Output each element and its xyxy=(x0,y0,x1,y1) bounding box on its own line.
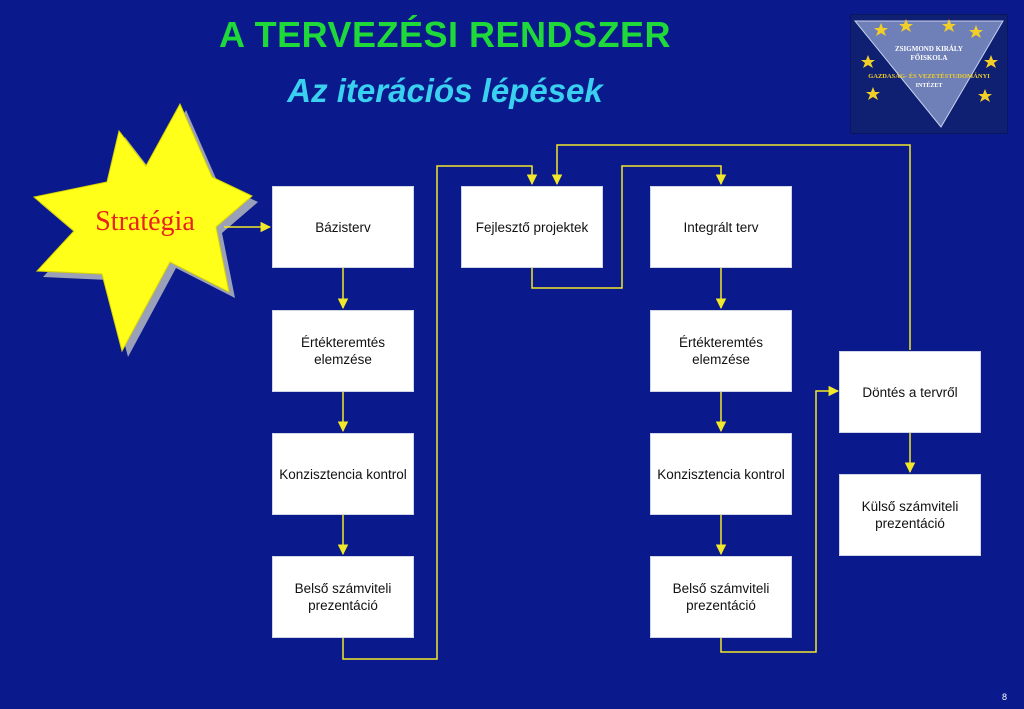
logo-text-line4: INTÉZET xyxy=(915,83,943,89)
logo-graphic xyxy=(851,15,1007,133)
starburst-shape xyxy=(32,102,253,353)
arrow-fejleszto-to-integralt xyxy=(531,165,727,289)
institution-logo: ZSIGMOND KIRÁLY FŐISKOLA GAZDASÁG- ÉS VE… xyxy=(850,14,1008,134)
page-title: A TERVEZÉSI RENDSZER xyxy=(218,14,672,55)
arrow-belso2-to-dontes xyxy=(720,385,840,653)
logo-text-line2: FŐISKOLA xyxy=(910,54,948,62)
logo-text-line1: ZSIGMOND KIRÁLY xyxy=(894,45,963,53)
arrow-dontes-feedback-to-fejleszto xyxy=(551,144,911,350)
box-belso-szamviteli-1: Belső számviteli prezentáció xyxy=(272,556,414,638)
starburst-label: Stratégia xyxy=(95,206,195,237)
box-dontes-a-tervrol: Döntés a tervről xyxy=(839,351,981,433)
box-ertekteremtes-2: Értékteremtés elemzése xyxy=(650,310,792,392)
page-subtitle: Az iterációs lépések xyxy=(287,72,603,109)
box-bazisterv: Bázisterv xyxy=(272,186,414,268)
box-integralt-terv: Integrált terv xyxy=(650,186,792,268)
box-konzisztencia-2: Konzisztencia kontrol xyxy=(650,433,792,515)
box-kulso-szamviteli: Külső számviteli prezentáció xyxy=(839,474,981,556)
logo-text-line3: GAZDASÁG- ÉS VEZETÉSTUDOMÁNYI xyxy=(868,73,990,80)
box-konzisztencia-1: Konzisztencia kontrol xyxy=(272,433,414,515)
arrow-belso1-to-fejleszto xyxy=(342,165,538,660)
page-number: 8 xyxy=(1001,692,1007,702)
box-belso-szamviteli-2: Belső számviteli prezentáció xyxy=(650,556,792,638)
box-fejleszto-projektek: Fejlesztő projektek xyxy=(461,186,603,268)
box-ertekteremtes-1: Értékteremtés elemzése xyxy=(272,310,414,392)
